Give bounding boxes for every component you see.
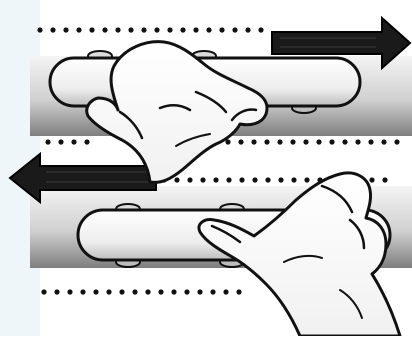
dot (141, 27, 146, 32)
dot (128, 27, 133, 32)
dot (180, 27, 185, 32)
dot (245, 27, 250, 32)
dot (277, 139, 282, 144)
dot (252, 177, 257, 182)
dot (236, 289, 241, 294)
dot (368, 139, 373, 144)
dot (58, 139, 63, 144)
dot (197, 289, 202, 294)
dot (102, 27, 107, 32)
dot (187, 177, 192, 182)
dot (213, 177, 218, 182)
dot (54, 289, 59, 294)
dot (174, 177, 179, 182)
dot (45, 139, 50, 144)
dot (119, 289, 124, 294)
dot (167, 27, 172, 32)
dot (106, 289, 111, 294)
dot (71, 139, 76, 144)
dot (93, 289, 98, 294)
dot (80, 289, 85, 294)
dot (67, 289, 72, 294)
dot (291, 177, 296, 182)
dot (239, 177, 244, 182)
dot (154, 27, 159, 32)
dot (145, 289, 150, 294)
dot (50, 27, 55, 32)
dot (278, 177, 283, 182)
dot (63, 27, 68, 32)
dot (342, 139, 347, 144)
dot (132, 289, 137, 294)
dot (158, 289, 163, 294)
dot (219, 27, 224, 32)
dot (251, 139, 256, 144)
dot (41, 289, 46, 294)
dot (382, 177, 387, 182)
dot (89, 27, 94, 32)
dot (226, 177, 231, 182)
dot (369, 177, 374, 182)
dot (381, 139, 386, 144)
dot (290, 139, 295, 144)
dot (115, 27, 120, 32)
dot (210, 289, 215, 294)
dot (200, 177, 205, 182)
dot (171, 289, 176, 294)
dot (329, 139, 334, 144)
dot (37, 27, 42, 32)
dot (264, 139, 269, 144)
dot (193, 27, 198, 32)
dot (304, 177, 309, 182)
dot (84, 139, 89, 144)
dot (76, 27, 81, 32)
dot (303, 139, 308, 144)
dot (206, 27, 211, 32)
dot (223, 289, 228, 294)
dot (355, 139, 360, 144)
dot (258, 27, 263, 32)
dot (238, 139, 243, 144)
dot (394, 139, 399, 144)
dot (265, 177, 270, 182)
dot (232, 27, 237, 32)
dot (184, 289, 189, 294)
dot (316, 139, 321, 144)
